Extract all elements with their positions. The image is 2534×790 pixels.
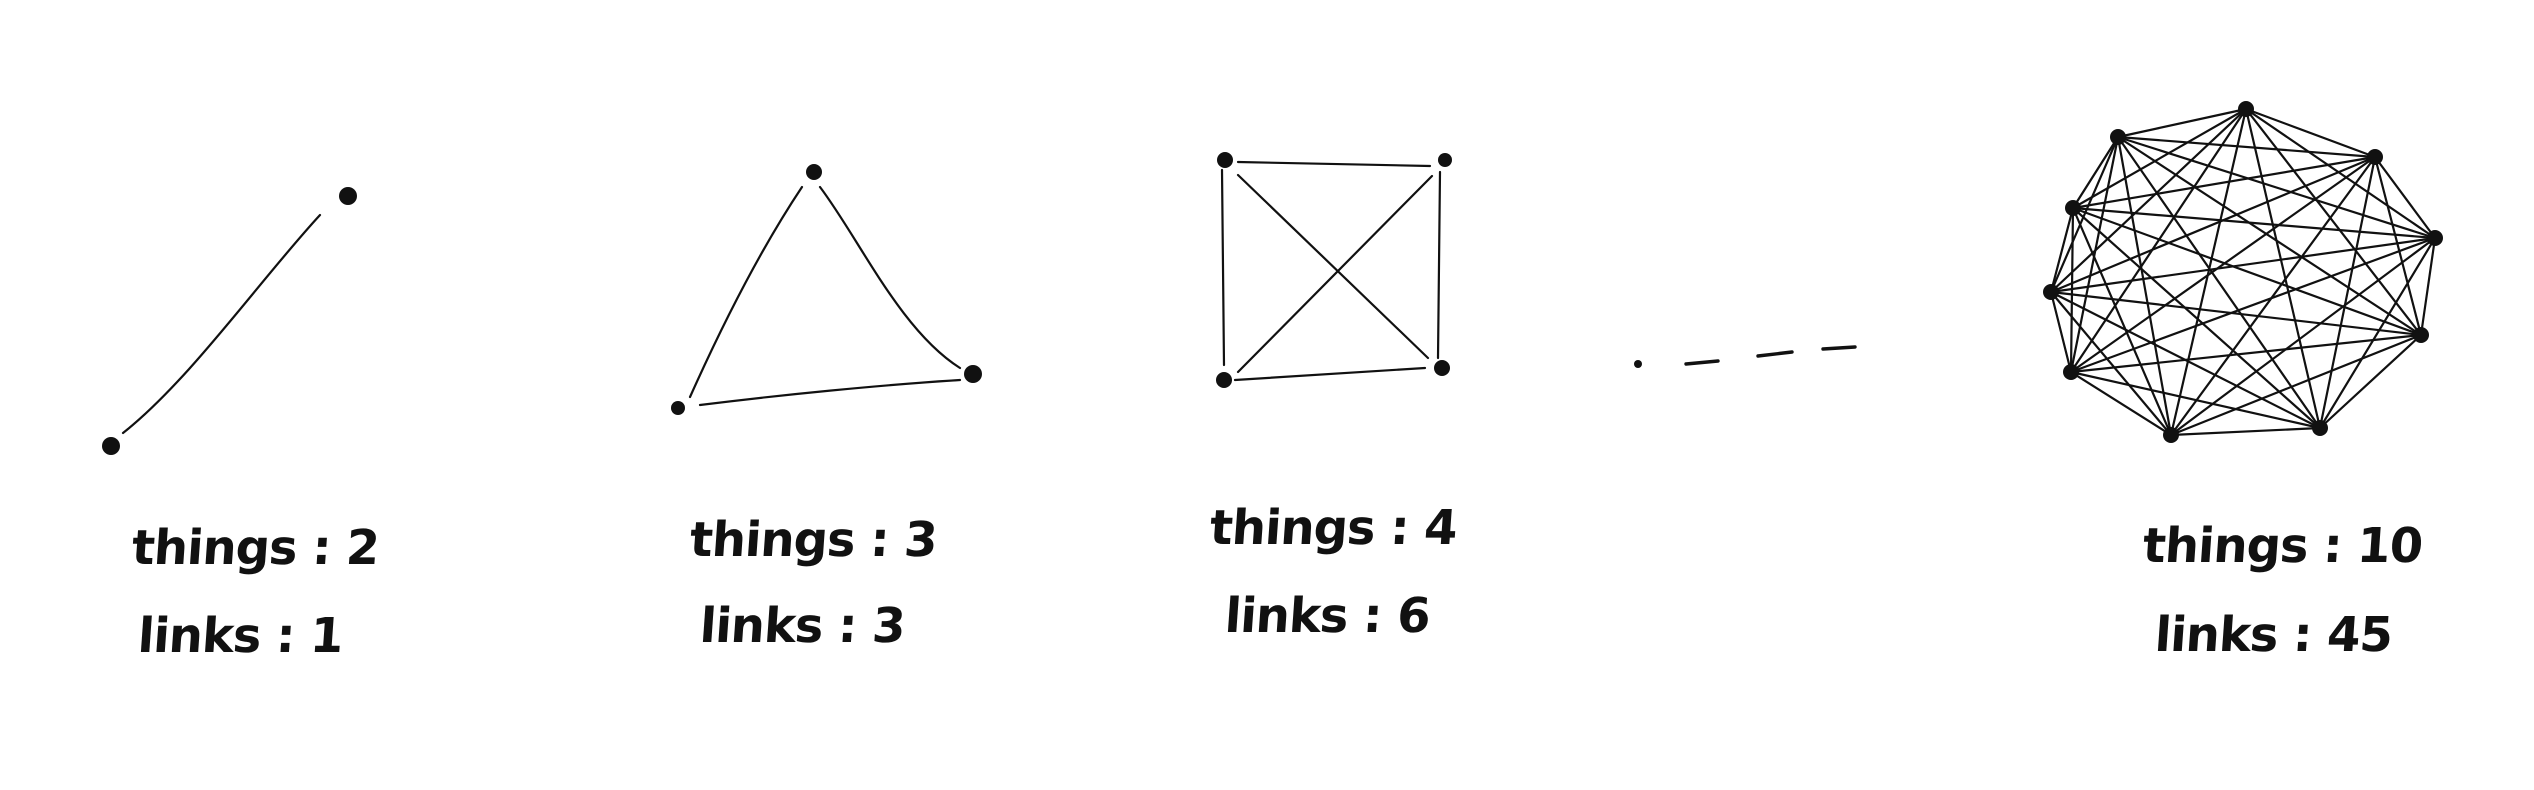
graph-ten-link — [2071, 206, 2437, 240]
graph-ten-link — [2116, 135, 2377, 159]
graph-ten-link — [2169, 236, 2437, 437]
graph-three-node — [671, 401, 685, 415]
ellipsis-dot — [1634, 360, 1642, 368]
graph-ten-link — [2244, 107, 2423, 337]
ellipsis-dashes — [1634, 345, 1857, 368]
graph-three-link — [688, 185, 804, 399]
graph-ten-link — [2069, 333, 2423, 374]
graph-ten-link — [2069, 236, 2437, 374]
graph-two-links-label: links : 1 — [136, 608, 345, 664]
graph-four-link — [1233, 366, 1427, 382]
graph-three-things-label: things : 3 — [688, 512, 939, 568]
graph-ten-links-label: links : 45 — [2153, 607, 2394, 663]
graph-ten-node — [2427, 230, 2443, 246]
graph-four-node — [1438, 153, 1452, 167]
graph-ten-link — [2318, 236, 2437, 430]
graph-ten-link — [2169, 426, 2322, 437]
graph-ten-node — [2163, 427, 2179, 443]
graph-ten-link — [2116, 135, 2173, 437]
graph-three-links-label: links : 3 — [698, 598, 907, 654]
graph-four-links-label: links : 6 — [1223, 588, 1432, 644]
graph-four-node — [1434, 360, 1450, 376]
ellipsis-dash — [1684, 359, 1720, 366]
graph-two-link — [121, 213, 322, 435]
graph-ten-link — [2169, 333, 2423, 437]
graph-two-things-label: things : 2 — [130, 520, 381, 576]
graph-ten-link — [2071, 155, 2377, 210]
graph-ten-link — [2049, 290, 2073, 374]
graph-ten-link — [2116, 135, 2423, 337]
graph-ten-link — [2049, 290, 2173, 437]
graph-ten-link — [2069, 155, 2377, 374]
graph-ten-link — [2071, 107, 2248, 210]
graph-three-node — [964, 365, 982, 383]
graph-ten-link — [2116, 107, 2248, 139]
graph-four-link — [1236, 173, 1430, 360]
ellipsis-dash — [1821, 345, 1857, 351]
graph-ten-node — [2043, 284, 2059, 300]
graph-ten-node — [2312, 420, 2328, 436]
graph-two-nodes — [102, 187, 357, 455]
graph-ten-link — [2069, 135, 2120, 374]
graph-ten-node — [2367, 149, 2383, 165]
graph-ten-things-label: things : 10 — [2141, 518, 2425, 574]
graph-ten-link — [2071, 135, 2120, 210]
graph-ten-link — [2049, 155, 2377, 294]
graph-ten-link — [2069, 107, 2248, 374]
graph-four-link — [1220, 168, 1226, 367]
graph-three-nodes — [671, 164, 982, 415]
graph-ten-link — [2373, 155, 2437, 240]
graph-ten-node — [2065, 200, 2081, 216]
graph-ten-link — [2116, 135, 2437, 240]
ellipsis-dash — [1756, 350, 1794, 358]
graph-ten-link — [2318, 333, 2423, 430]
graph-ten-link — [2169, 107, 2248, 437]
graph-ten-link — [2071, 206, 2423, 337]
graph-ten-link — [2116, 135, 2322, 430]
graph-ten-link — [2318, 155, 2377, 430]
graph-ten-node — [2110, 129, 2126, 145]
graph-ten-node — [2238, 101, 2254, 117]
graph-ten-link — [2049, 290, 2423, 337]
graph-ten-link — [2071, 206, 2173, 437]
graph-ten-link — [2069, 370, 2322, 430]
graph-four-things-label: things : 4 — [1208, 500, 1459, 556]
graph-four-nodes — [1216, 152, 1452, 388]
graph-ten-link — [2373, 155, 2423, 337]
graph-four-node — [1216, 372, 1232, 388]
graph-four-node — [1217, 152, 1233, 168]
graph-ten-link — [2049, 135, 2120, 294]
graph-ten-link — [2244, 107, 2437, 240]
graph-two-node — [339, 187, 357, 205]
graph-ten-link — [2169, 155, 2377, 437]
graph-four-link — [1436, 170, 1442, 360]
graph-ten-nodes — [2043, 101, 2443, 443]
graph-ten-node — [2413, 327, 2429, 343]
graph-three-node — [806, 164, 822, 180]
graph-three-link — [818, 185, 962, 370]
graph-four-link — [1236, 160, 1432, 168]
graph-four-link — [1236, 174, 1434, 374]
graph-ten-link — [2049, 107, 2248, 294]
graph-ten-link — [2049, 236, 2437, 294]
graph-ten-link — [2244, 107, 2322, 430]
graph-ten-link — [2069, 370, 2173, 437]
graph-ten-link — [2244, 107, 2377, 159]
graph-ten-node — [2063, 364, 2079, 380]
graph-two-node — [102, 437, 120, 455]
graph-ten-link — [2049, 206, 2075, 294]
graph-three-link — [698, 378, 962, 407]
graph-ten-link — [2419, 236, 2437, 337]
